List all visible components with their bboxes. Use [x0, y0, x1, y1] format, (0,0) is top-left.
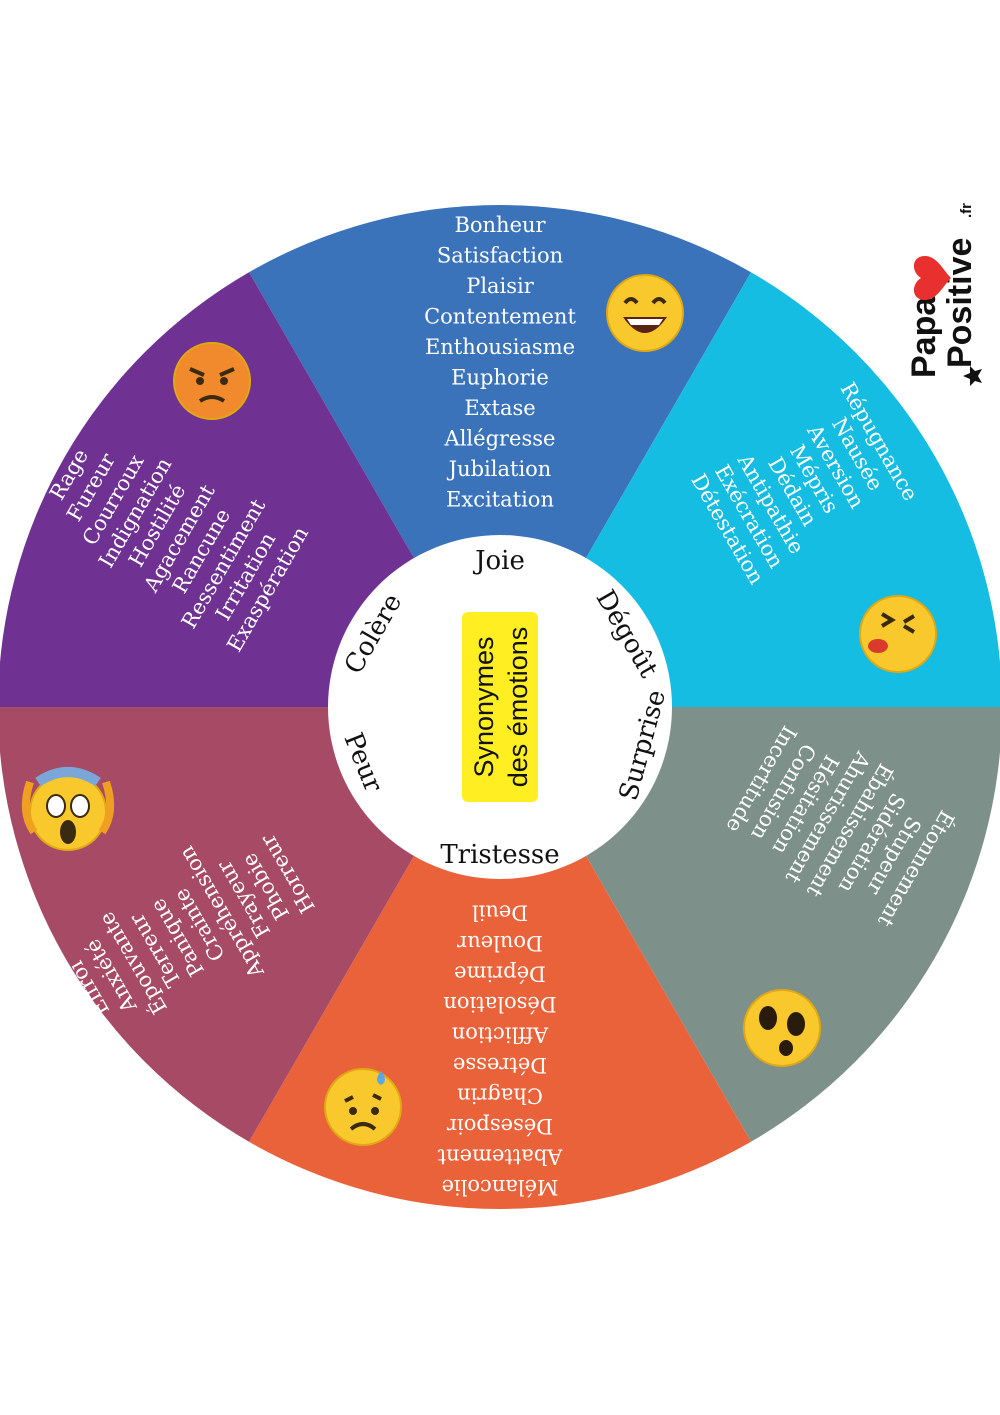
center-title-line1: Synonymes: [469, 636, 499, 777]
astonished-face-icon: [743, 989, 821, 1067]
synonym-word: Deuil: [472, 901, 529, 925]
synonym-word: Plaisir: [466, 274, 535, 298]
logo-positive: Positive: [941, 238, 979, 368]
center-title-line2: des émotions: [503, 627, 533, 788]
screaming-face-icon: [21, 767, 115, 851]
synonym-word: Enthousiasme: [425, 335, 575, 359]
synonym-word: Déprime: [454, 962, 546, 986]
synonym-word: Mélancolie: [442, 1175, 559, 1199]
synonym-word: Détresse: [453, 1053, 547, 1077]
synonym-word: Douleur: [456, 931, 543, 955]
synonym-word: Affliction: [452, 1023, 550, 1047]
logo-suffix: .fr: [958, 203, 975, 218]
word-list-tristesse: Mélancolie Abattement Désespoir Chagrin Détr…: [437, 901, 563, 1200]
synonym-word: Désolation: [443, 992, 556, 1016]
category-label-joie: Joie: [472, 546, 525, 576]
synonym-word: Chagrin: [457, 1084, 543, 1108]
word-list-joie: BonheurSatisfactionPlaisirContentementEn…: [424, 213, 576, 512]
synonym-word: Contentement: [424, 305, 576, 329]
disgusted-face-icon: [859, 595, 937, 673]
synonym-word: Euphorie: [451, 366, 549, 390]
synonym-word: Bonheur: [454, 213, 546, 237]
heart-icon: [914, 256, 951, 300]
synonym-word: Désespoir: [446, 1114, 553, 1138]
emoji-layer: [21, 274, 937, 1146]
synonym-word: Excitation: [446, 488, 554, 512]
synonym-word: Jubilation: [447, 457, 552, 481]
center-highlight: [462, 612, 538, 802]
papa-positive-logo: Papa Positive .fr: [905, 203, 982, 386]
synonym-word: Satisfaction: [437, 244, 563, 268]
category-label-tristesse: Tristesse: [440, 840, 559, 870]
angry-face-icon: [173, 342, 251, 420]
synonym-lists: BonheurSatisfactionPlaisirContentementEn…: [45, 213, 959, 1200]
star-icon: [963, 366, 982, 386]
center-label: Synonymes des émotions: [462, 612, 538, 802]
logo-papa: Papa: [905, 296, 943, 378]
laughing-face-icon: [606, 274, 684, 352]
synonym-word: Extase: [464, 396, 535, 420]
sad-sweat-face-icon: [324, 1068, 402, 1146]
synonym-word: Abattement: [437, 1145, 563, 1169]
synonym-word: Allégresse: [444, 427, 556, 451]
